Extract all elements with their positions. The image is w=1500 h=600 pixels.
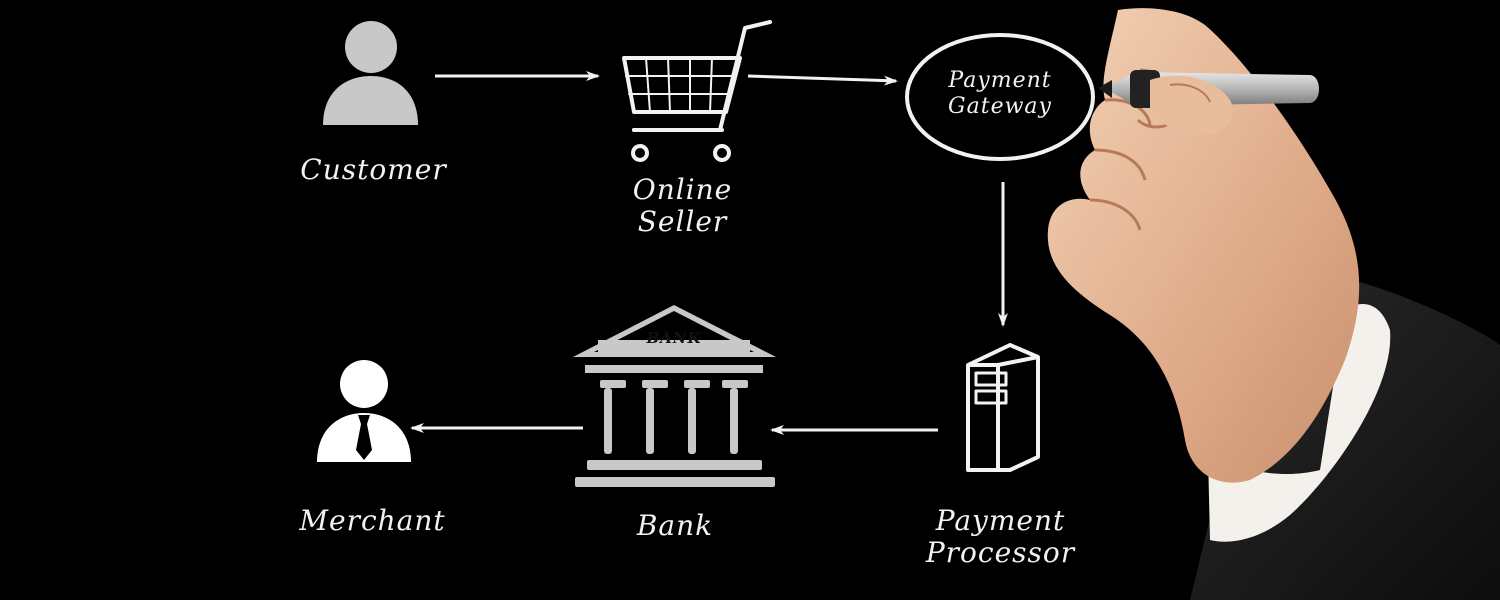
- businessman-icon: [317, 360, 411, 462]
- server-tower-icon: [966, 343, 1040, 472]
- hand-with-marker-illustration: [1047, 8, 1360, 483]
- gateway-ellipse: [905, 33, 1095, 161]
- payment-processor-label: Payment Processor: [925, 504, 1076, 570]
- suit-sleeve: [1190, 282, 1500, 600]
- online-seller-label: Online Seller: [632, 173, 733, 239]
- shopping-cart-icon: [622, 20, 772, 162]
- bank-label: Bank: [636, 509, 714, 542]
- customer-label: Customer: [300, 153, 447, 186]
- edge-seller-to-gateway: [747, 74, 898, 86]
- bank-sign-text: BANK: [646, 329, 702, 347]
- merchant-label: Merchant: [299, 504, 446, 537]
- payment-gateway-label: Payment Gateway: [948, 68, 1052, 120]
- bank-building-icon: [573, 305, 776, 487]
- person-icon: [323, 21, 418, 125]
